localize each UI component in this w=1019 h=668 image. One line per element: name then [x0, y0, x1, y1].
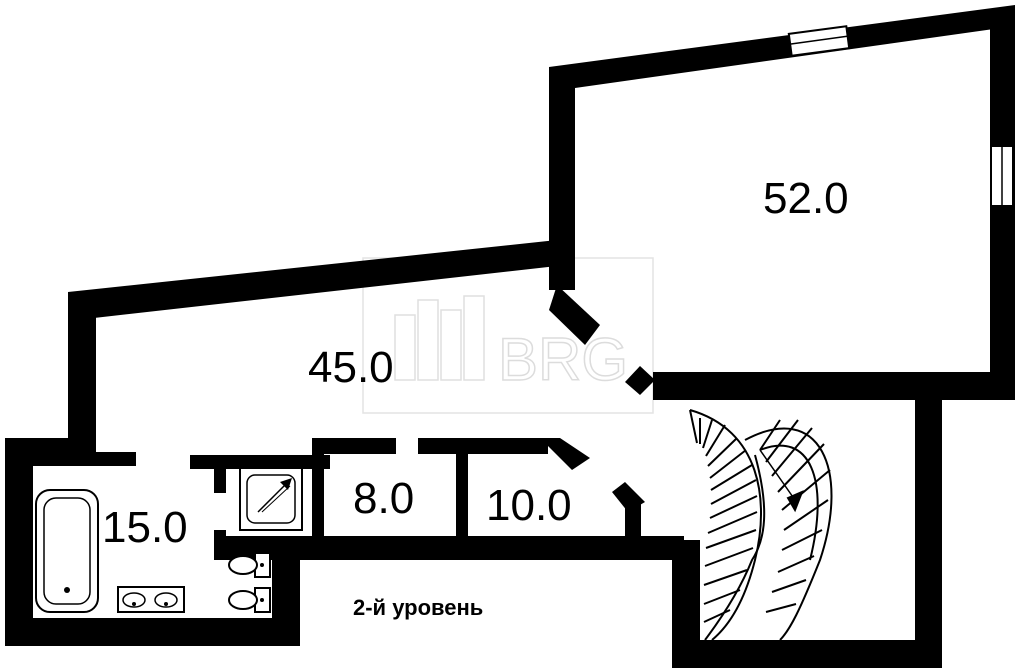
toilet-lower: [228, 587, 271, 613]
level-caption: 2-й уровень: [353, 595, 483, 620]
bathtub: [35, 489, 99, 613]
wall-left-mid: [68, 292, 96, 452]
wall-wc-left: [214, 455, 226, 493]
room-area-8: 8.0: [353, 474, 414, 523]
wall-8-right: [456, 445, 468, 556]
wall-partition-top-a: [96, 452, 136, 466]
walls: [5, 5, 1015, 668]
wall-bath-right: [272, 540, 300, 646]
wall-partition-top-d: [418, 438, 548, 454]
wall-diag-stub: [549, 285, 600, 345]
room-area-52: 52.0: [763, 174, 849, 223]
wall-partition-diag: [540, 438, 590, 470]
wall-bath-left: [5, 438, 33, 646]
wall-right-side: [990, 26, 1015, 400]
wall-stair-right: [915, 395, 942, 668]
room-area-10: 10.0: [486, 481, 572, 530]
wall-top-right-room: [549, 5, 1015, 89]
wall-top-mid: [68, 240, 557, 318]
shower: [239, 467, 303, 531]
room-area-15: 15.0: [102, 503, 188, 552]
wall-diag-stub-2: [625, 366, 655, 395]
wall-bottom-right-room: [653, 372, 1015, 400]
wall-partition-top-b: [190, 455, 330, 469]
wall-stair-left: [672, 540, 700, 668]
watermark-text: BRG: [498, 326, 628, 393]
double-sink: [117, 586, 185, 613]
toilet-upper: [228, 552, 271, 578]
wall-partition-top-c: [312, 438, 396, 454]
windows: [787, 25, 1014, 207]
wall-stair-bottom: [672, 640, 942, 668]
wall-bottom-rooms: [214, 536, 684, 560]
spiral-staircase: [689, 409, 833, 641]
wall-bath-bottom: [5, 618, 300, 646]
wall-left-right-room: [549, 67, 575, 290]
wall-stub-small: [625, 500, 641, 540]
window-top: [787, 25, 851, 57]
wall-8-left: [312, 438, 324, 556]
room-area-45: 45.0: [308, 343, 394, 392]
brg-watermark: BRG: [362, 257, 654, 414]
